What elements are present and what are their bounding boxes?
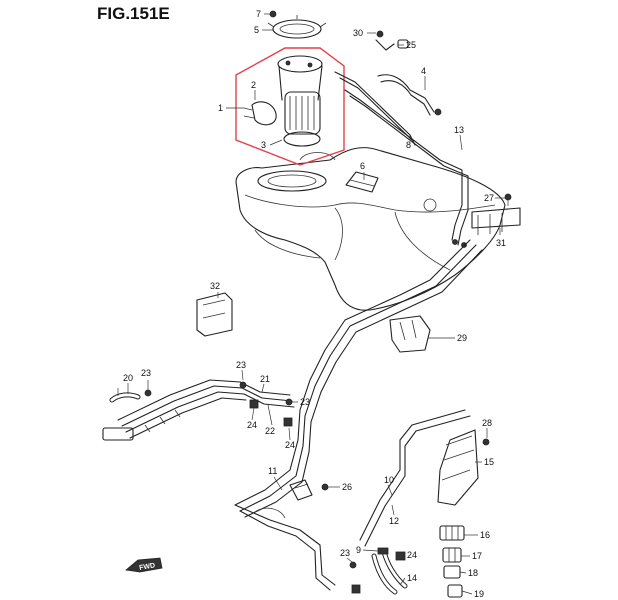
label-12: 12 <box>389 516 399 526</box>
clamp-30 <box>375 30 395 51</box>
fuel-pipe-10 <box>359 409 471 547</box>
label-10: 10 <box>384 475 394 485</box>
clip-23-d <box>349 561 357 569</box>
label-6: 6 <box>360 161 365 171</box>
label-32: 32 <box>210 281 220 291</box>
label-25: 25 <box>406 40 416 50</box>
retaining-ring <box>267 15 327 39</box>
label-21: 21 <box>260 374 270 384</box>
fwd-arrow <box>125 557 163 573</box>
bracket-29 <box>389 315 431 353</box>
connector-25 <box>397 39 409 49</box>
clip-24-d <box>351 584 361 594</box>
hose-20 <box>109 392 141 403</box>
pipe-clamp-cluster <box>289 479 313 501</box>
highlight-box <box>235 47 345 166</box>
label-5: 5 <box>254 25 259 35</box>
fuel-pipe-11 <box>234 504 336 591</box>
label-16: 16 <box>480 530 490 540</box>
clip-24-a <box>249 399 259 409</box>
label-fwd: FWD <box>139 562 156 572</box>
label-22: 22 <box>265 426 275 436</box>
label-4: 4 <box>421 66 426 76</box>
fuel-sender-unit <box>345 171 379 193</box>
label-15: 15 <box>484 457 494 467</box>
label-30: 30 <box>353 28 363 38</box>
clip-24-b <box>283 417 293 427</box>
label-17: 17 <box>472 551 482 561</box>
label-1: 1 <box>218 103 223 113</box>
label-24-a: 24 <box>247 420 257 430</box>
fuel-pipe-21 <box>102 379 295 441</box>
screw-7 <box>269 10 277 18</box>
fuel-pump-assembly <box>235 47 345 166</box>
clip-23-a <box>144 389 152 397</box>
label-23-a: 23 <box>141 368 151 378</box>
clip-19 <box>447 584 463 598</box>
label-7: 7 <box>256 9 261 19</box>
part-labels: 7 5 30 25 2 1 4 3 8 13 6 27 31 32 29 20 … <box>123 9 506 599</box>
label-28: 28 <box>482 418 492 428</box>
clip-23-b <box>239 381 247 389</box>
bracket-32 <box>196 292 233 337</box>
label-11: 11 <box>268 466 277 476</box>
label-2: 2 <box>251 80 256 90</box>
label-20: 20 <box>123 373 133 383</box>
label-27: 27 <box>484 193 494 203</box>
label-31: 31 <box>496 238 506 248</box>
bolt-27 <box>504 193 512 206</box>
label-19: 19 <box>474 589 484 599</box>
label-8: 8 <box>406 140 411 150</box>
clip-18 <box>443 565 461 579</box>
label-14: 14 <box>407 573 417 583</box>
hose-14 <box>371 549 408 595</box>
label-23-d: 23 <box>340 548 350 558</box>
shield-15 <box>437 429 479 506</box>
fuel-tank <box>235 147 506 311</box>
bolt-26 <box>321 483 329 491</box>
clip-16 <box>439 525 465 541</box>
leader-lines <box>117 13 505 595</box>
label-23-b: 23 <box>236 360 246 370</box>
figure-title: FIG.151E <box>97 4 170 23</box>
clip-9 <box>377 547 389 555</box>
label-29: 29 <box>457 333 467 343</box>
label-26: 26 <box>342 482 352 492</box>
label-24-b: 24 <box>285 440 295 450</box>
bracket-31 <box>471 207 521 235</box>
fuel-lines-upper <box>334 71 469 248</box>
label-23-c: 23 <box>300 397 310 407</box>
clip-23-c <box>285 398 293 406</box>
clip-17 <box>442 547 462 563</box>
label-24-c: 24 <box>407 550 417 560</box>
label-9: 9 <box>356 545 361 555</box>
label-18: 18 <box>468 568 478 578</box>
label-13: 13 <box>454 125 464 135</box>
label-3: 3 <box>261 140 266 150</box>
clip-28 <box>482 438 490 446</box>
main-fuel-pipes <box>234 239 483 518</box>
